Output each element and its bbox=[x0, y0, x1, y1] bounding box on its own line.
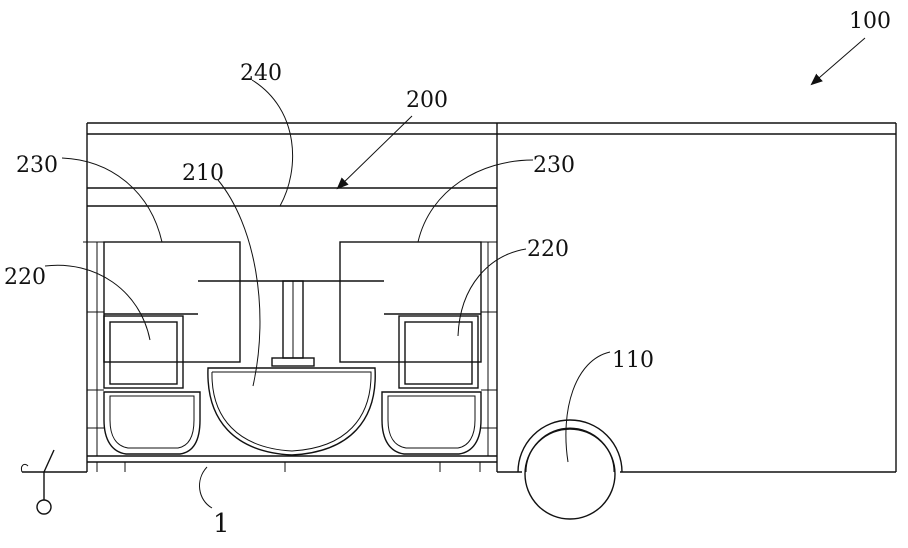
right-bin bbox=[382, 392, 481, 454]
label-220-left: 220 bbox=[4, 265, 46, 290]
label-230-right: 230 bbox=[533, 153, 575, 178]
top-plate bbox=[87, 188, 497, 206]
left-box bbox=[104, 314, 198, 388]
right-box bbox=[384, 314, 481, 388]
left-module bbox=[83, 242, 240, 456]
label-210: 210 bbox=[182, 161, 224, 186]
label-220-right: 220 bbox=[527, 237, 569, 262]
tow-hitch bbox=[21, 450, 87, 514]
label-230-left: 230 bbox=[16, 153, 58, 178]
right-module bbox=[340, 242, 497, 456]
left-bin bbox=[104, 392, 200, 454]
wheel bbox=[518, 420, 622, 519]
label-200: 200 bbox=[406, 88, 448, 113]
center-shaft bbox=[198, 281, 384, 366]
system-arrow bbox=[812, 38, 865, 84]
label-100: 100 bbox=[849, 9, 891, 34]
base-platform bbox=[87, 456, 497, 472]
label-1: 1 bbox=[213, 509, 230, 539]
label-110: 110 bbox=[612, 348, 654, 373]
center-bowl bbox=[208, 368, 375, 455]
assembly-arrow bbox=[338, 116, 412, 188]
label-240: 240 bbox=[240, 61, 282, 86]
